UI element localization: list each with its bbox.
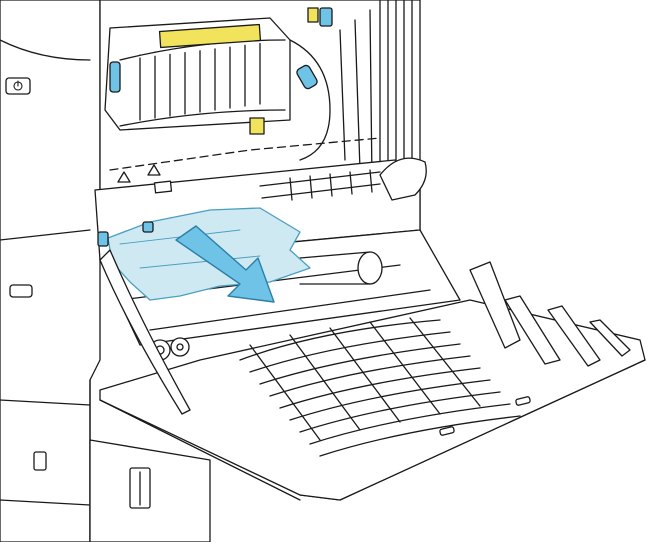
lower-tray [89, 439, 211, 542]
tray-handle-upper[interactable] [9, 284, 33, 298]
door-arm [99, 249, 191, 415]
warning-label-small [249, 117, 265, 135]
door-slot-1 [439, 426, 455, 436]
hot-surface-warning-label [158, 23, 262, 49]
direction-arrow-icon [175, 225, 275, 303]
rear-door-open[interactable] [99, 299, 646, 501]
warning-label-top [307, 7, 319, 23]
power-icon [13, 80, 23, 91]
top-blue-lever[interactable] [319, 7, 333, 27]
printer-body [0, 0, 101, 542]
fuser-release-lever-left[interactable] [109, 61, 121, 93]
paper-guide-tab-upper[interactable] [142, 221, 154, 233]
fuser-ribs [139, 37, 261, 121]
door-fins [469, 261, 631, 367]
fuser-release-lever-right[interactable] [295, 64, 318, 90]
duplex-guide-ribs [239, 317, 521, 457]
fuser-area [99, 0, 421, 201]
paper-guide-tab-left[interactable] [97, 231, 109, 247]
door-slot-2 [515, 396, 531, 406]
tray-handle-lower[interactable] [33, 451, 47, 471]
door-hinge-handle[interactable] [379, 157, 427, 201]
power-button[interactable] [5, 77, 31, 95]
paper-path-dashed [109, 137, 381, 171]
